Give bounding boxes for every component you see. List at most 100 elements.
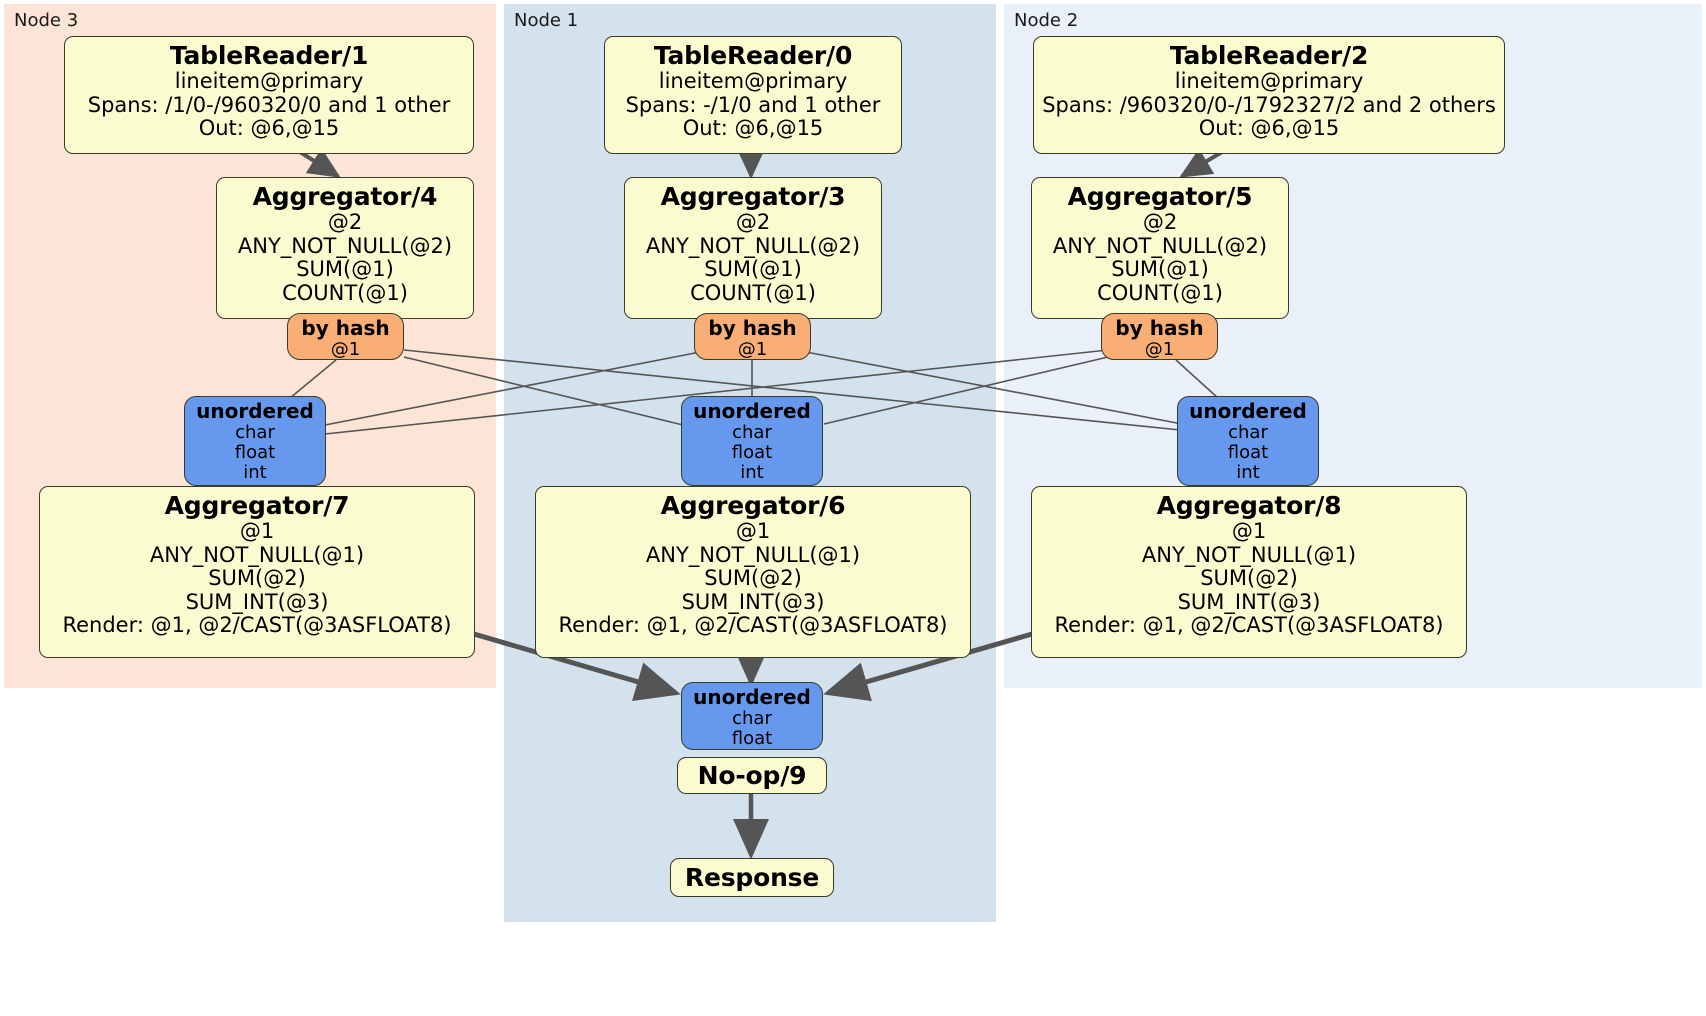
router-detail-line: int <box>1236 462 1260 484</box>
processor-detail-line: @1 <box>735 519 771 543</box>
router-detail-line: float <box>731 441 773 463</box>
router-title: by hash <box>301 316 390 340</box>
edge-hash5-sync8 <box>1175 359 1219 399</box>
processor-title: Aggregator/3 <box>660 182 846 211</box>
edge-tr2-agg5 <box>1179 148 1224 178</box>
processor-detail-line: Spans: /1/0-/960320/0 and 1 other <box>87 92 451 117</box>
processor-aggregator-6[interactable]: Aggregator/6 @1 ANY_NOT_NULL(@1) SUM(@2)… <box>535 486 971 658</box>
processor-tablereader-0[interactable]: TableReader/0 lineitem@primary Spans: -/… <box>604 36 902 154</box>
processor-title: Aggregator/7 <box>164 491 350 520</box>
node-panel-label-node2: Node 2 <box>1014 10 1079 31</box>
edge-hash3-sync7 <box>324 351 701 426</box>
router-detail-line: char <box>732 707 772 729</box>
processor-detail-line: ANY_NOT_NULL(@2) <box>237 233 453 258</box>
router-detail-line: float <box>234 441 276 463</box>
node-panel-label-node1: Node 1 <box>514 10 579 31</box>
processor-detail-line: Out: @6,@15 <box>198 116 340 141</box>
processor-aggregator-7[interactable]: Aggregator/7 @1 ANY_NOT_NULL(@1) SUM(@2)… <box>39 486 475 658</box>
processor-detail-line: @2 <box>1142 210 1178 234</box>
router-title: unordered <box>1189 399 1307 423</box>
processor-detail-line: @2 <box>735 210 771 234</box>
router-title: unordered <box>693 685 811 709</box>
processor-detail-line: ANY_NOT_NULL(@1) <box>149 542 365 567</box>
processor-detail-line: Out: @6,@15 <box>682 116 824 141</box>
processor-detail-line: SUM(@2) <box>208 566 306 591</box>
router-title: by hash <box>708 316 797 340</box>
processor-response[interactable]: Response <box>670 858 834 897</box>
router-detail-line: int <box>740 462 764 484</box>
router-detail-line: float <box>731 727 773 749</box>
router-by-hash-3[interactable]: by hash @1 <box>694 313 811 360</box>
edge-hash4-sync8 <box>403 349 1181 431</box>
processor-detail-line: SUM(@1) <box>1111 257 1209 282</box>
edge-agg7-syncfinal <box>473 631 681 701</box>
processor-detail-line: SUM(@2) <box>1200 566 1298 591</box>
router-detail-line: char <box>235 421 275 443</box>
router-unordered-final[interactable]: unordered char float <box>681 682 823 750</box>
processor-detail-line: ANY_NOT_NULL(@1) <box>1141 542 1357 567</box>
edge-agg8-syncfinal <box>823 631 1033 702</box>
router-detail-line: float <box>1227 441 1269 463</box>
processor-title: Aggregator/4 <box>252 182 438 211</box>
router-detail-line: char <box>732 421 772 443</box>
processor-title: TableReader/1 <box>169 41 369 70</box>
processor-title: No-op/9 <box>697 760 807 790</box>
processor-detail-line: ANY_NOT_NULL(@2) <box>1052 233 1268 258</box>
router-by-hash-5[interactable]: by hash @1 <box>1101 313 1218 360</box>
processor-detail-line: COUNT(@1) <box>1097 280 1223 305</box>
processor-aggregator-5[interactable]: Aggregator/5 @2 ANY_NOT_NULL(@2) SUM(@1)… <box>1031 177 1289 319</box>
processor-detail-line: SUM(@1) <box>704 257 802 282</box>
processor-aggregator-4[interactable]: Aggregator/4 @2 ANY_NOT_NULL(@2) SUM(@1)… <box>216 177 474 319</box>
processor-aggregator-8[interactable]: Aggregator/8 @1 ANY_NOT_NULL(@1) SUM(@2)… <box>1031 486 1467 658</box>
processor-title: TableReader/0 <box>653 41 853 70</box>
router-detail-line: int <box>243 462 267 484</box>
router-unordered-8[interactable]: unordered char float int <box>1177 396 1319 486</box>
router-unordered-7[interactable]: unordered char float int <box>184 396 326 486</box>
edge-hash4-sync7 <box>289 359 337 399</box>
processor-detail-line: lineitem@primary <box>658 69 848 93</box>
processor-detail-line: ANY_NOT_NULL(@1) <box>645 542 861 567</box>
processor-aggregator-3[interactable]: Aggregator/3 @2 ANY_NOT_NULL(@2) SUM(@1)… <box>624 177 882 319</box>
router-detail-line: @1 <box>1144 338 1175 360</box>
processor-detail-line: SUM(@1) <box>296 257 394 282</box>
processor-detail-line: COUNT(@1) <box>690 280 816 305</box>
processor-detail-line: COUNT(@1) <box>282 280 408 305</box>
edge-hash5-sync6 <box>823 356 1109 425</box>
processor-detail-line: Spans: /960320/0-/1792327/2 and 2 others <box>1042 92 1496 117</box>
processor-detail-line: ANY_NOT_NULL(@2) <box>645 233 861 258</box>
processor-title: Response <box>684 862 820 892</box>
processor-noop-9[interactable]: No-op/9 <box>677 757 827 794</box>
router-detail-line: char <box>1228 421 1268 443</box>
edge-hash5-sync7 <box>324 349 1109 435</box>
router-unordered-6[interactable]: unordered char float int <box>681 396 823 486</box>
router-title: unordered <box>196 399 314 423</box>
processor-detail-line: Spans: -/1/0 and 1 other <box>625 92 881 117</box>
processor-detail-line: SUM_INT(@3) <box>1177 589 1321 614</box>
processor-detail-line: Out: @6,@15 <box>1198 116 1340 141</box>
router-by-hash-4[interactable]: by hash @1 <box>287 313 404 360</box>
processor-title: Aggregator/8 <box>1156 491 1342 520</box>
processor-render-line: Render: @1, @2/CAST(@3ASFLOAT8) <box>558 613 948 638</box>
processor-detail-line: SUM_INT(@3) <box>681 589 825 614</box>
router-detail-line: @1 <box>330 338 361 360</box>
processor-tablereader-2[interactable]: TableReader/2 lineitem@primary Spans: /9… <box>1033 36 1505 154</box>
node-panel-label-node3: Node 3 <box>14 10 79 31</box>
processor-detail-line: SUM_INT(@3) <box>185 589 329 614</box>
processor-detail-line: lineitem@primary <box>1174 69 1364 93</box>
edge-tr1-agg4 <box>298 148 341 178</box>
edge-hash4-sync6 <box>403 356 684 426</box>
processor-title: TableReader/2 <box>1169 41 1369 70</box>
processor-detail-line: @2 <box>327 210 363 234</box>
processor-detail-line: @1 <box>239 519 275 543</box>
processor-render-line: Render: @1, @2/CAST(@3ASFLOAT8) <box>62 613 452 638</box>
router-title: by hash <box>1115 316 1204 340</box>
processor-tablereader-1[interactable]: TableReader/1 lineitem@primary Spans: /1… <box>64 36 474 154</box>
router-detail-line: @1 <box>737 338 768 360</box>
processor-title: Aggregator/6 <box>660 491 846 520</box>
processor-title: Aggregator/5 <box>1067 182 1253 211</box>
processor-detail-line: @1 <box>1231 519 1267 543</box>
router-title: unordered <box>693 399 811 423</box>
edge-hash3-sync8 <box>805 351 1183 425</box>
